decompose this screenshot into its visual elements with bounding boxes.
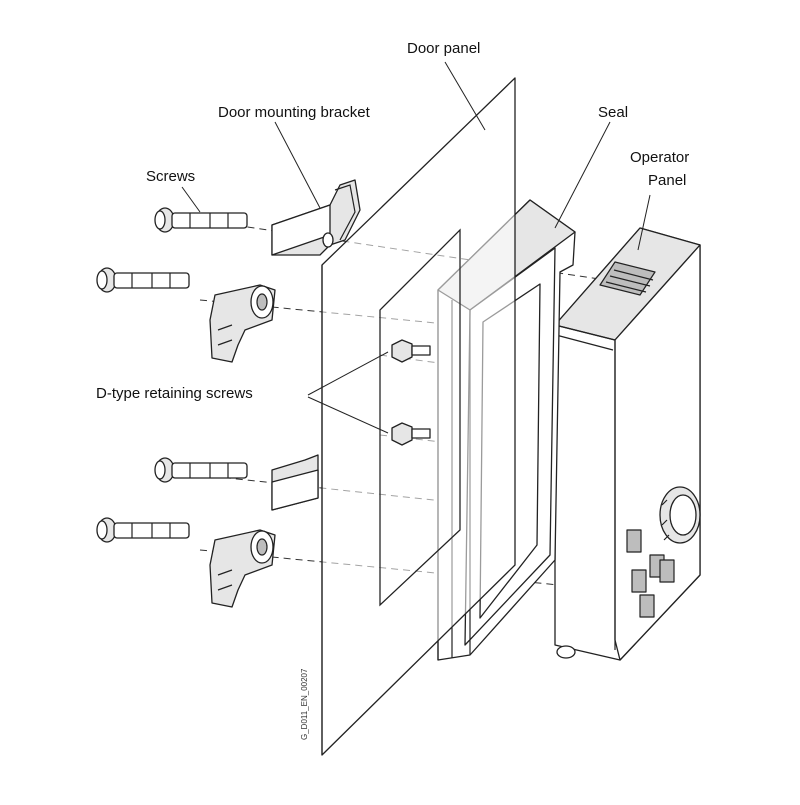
door-mounting-bracket-label: Door mounting bracket [218,104,370,121]
d-type-screw-upper [391,339,431,363]
key-button [626,529,642,553]
clamp-lower [209,529,276,608]
clamp-upper [209,284,276,363]
screws-label: Screws [146,168,196,185]
operator-panel-label-line2: Panel [648,172,687,189]
door-panel-label: Door panel [407,40,481,57]
leader-lines [181,61,651,434]
d-type-screw-lower [391,422,431,446]
key-button [631,569,647,593]
screw-3 [154,457,248,483]
seal-label: Seal [598,104,629,121]
key-button [659,559,675,583]
operator-panel-device [554,227,701,661]
door-mounting-bracket-upper [271,179,361,256]
door-mounting-bracket-lower [271,454,319,511]
screw-2 [96,267,190,293]
key-button [639,594,655,618]
drawing-code: G_D011_EN_00207 [300,668,309,740]
door-panel-sheet [321,77,516,756]
operator-panel-label-line1: Operator [630,149,690,166]
display-window [599,261,656,296]
screw-1 [154,207,248,233]
d-type-retaining-screws-label: D-type retaining screws [96,385,253,402]
screw-4 [96,517,190,543]
